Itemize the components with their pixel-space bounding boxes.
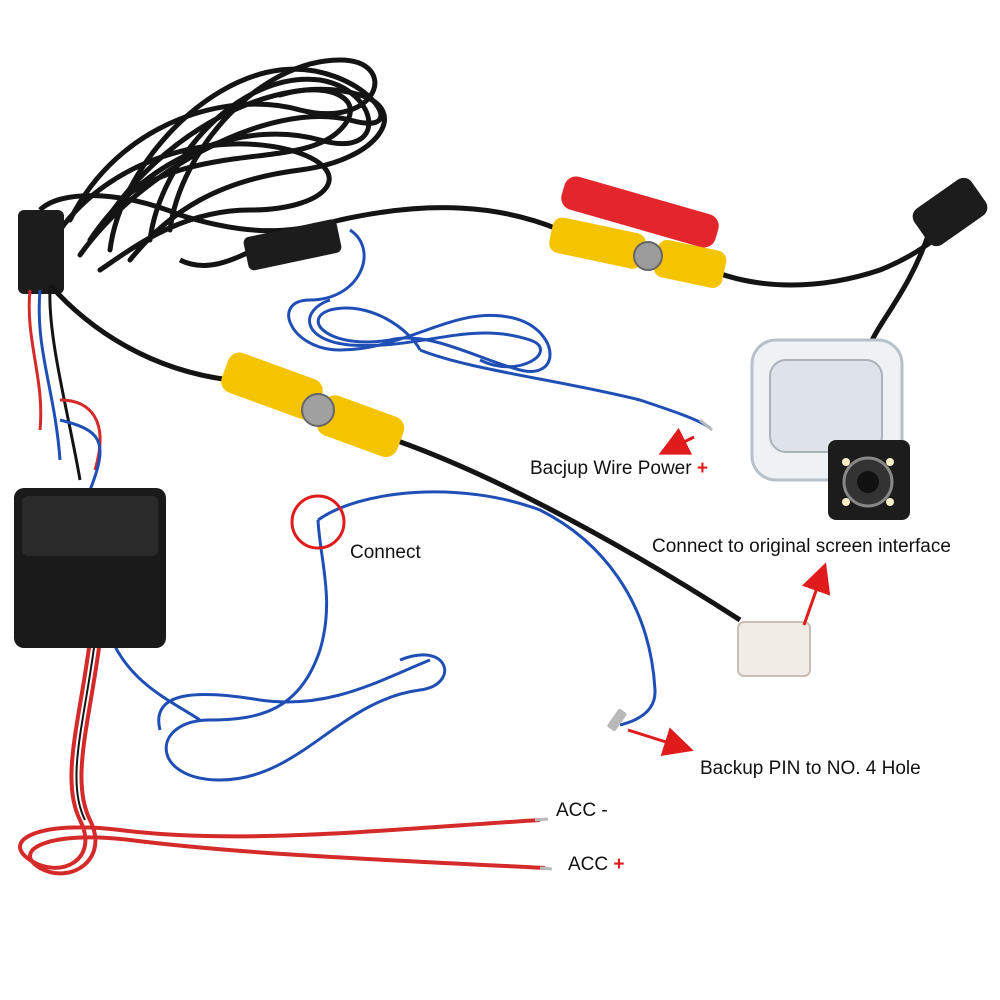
backup-power-plus: +: [696, 458, 708, 479]
red-rca-plug: [561, 176, 719, 248]
yellow-rca-plug-top-right: [653, 239, 727, 289]
camera-plug: [912, 177, 988, 247]
acc-wires: [18, 639, 546, 876]
acc-plus-sign: +: [613, 854, 625, 875]
acc-plus-tip: [539, 866, 553, 871]
arrow-backup-pin: [627, 727, 694, 757]
acc-minus-tip: [534, 817, 549, 822]
connect-highlight-circle: [290, 494, 346, 550]
acc-plus-text: ACC: [568, 854, 609, 875]
black-cable-coil: [57, 57, 387, 273]
yellow-rca-plug-mid-right: [316, 395, 405, 458]
arrow-screen-interface: [801, 562, 831, 626]
rca-metal-ring-mid: [301, 393, 335, 427]
acc-minus-label: ACC -: [556, 800, 608, 821]
yellow-rca-plug-mid-left: [221, 352, 323, 420]
camera-drop-cable: [867, 229, 933, 346]
video-cable-left: [48, 283, 231, 383]
arrow-backup-power: [658, 427, 695, 455]
screen-interface-label: Connect to original screen interface: [652, 536, 951, 557]
backup-pin-label: Backup PIN to NO. 4 Hole: [700, 758, 921, 779]
harness-connector: [18, 210, 64, 294]
inline-connector-block: [243, 219, 342, 271]
blue-wire-lower: [103, 490, 657, 782]
blue-coil-upper: [287, 228, 711, 430]
power-wire-tip: [699, 418, 713, 432]
rca-metal-ring-top: [633, 241, 663, 271]
white-plug-icon: [737, 621, 811, 677]
backup-camera-icon: [750, 338, 910, 520]
backup-pin-terminal: [607, 708, 627, 732]
video-cable-right: [394, 437, 742, 623]
acc-plus-label: ACC +: [568, 854, 625, 876]
backup-power-label: Bacjup Wire Power +: [530, 458, 708, 480]
relay-box-lid: [22, 496, 158, 556]
yellow-rca-plug-top-left: [549, 217, 646, 269]
connect-label: Connect: [350, 542, 421, 563]
harness-wires: [27, 289, 102, 491]
backup-power-text: Bacjup Wire Power: [530, 458, 692, 479]
